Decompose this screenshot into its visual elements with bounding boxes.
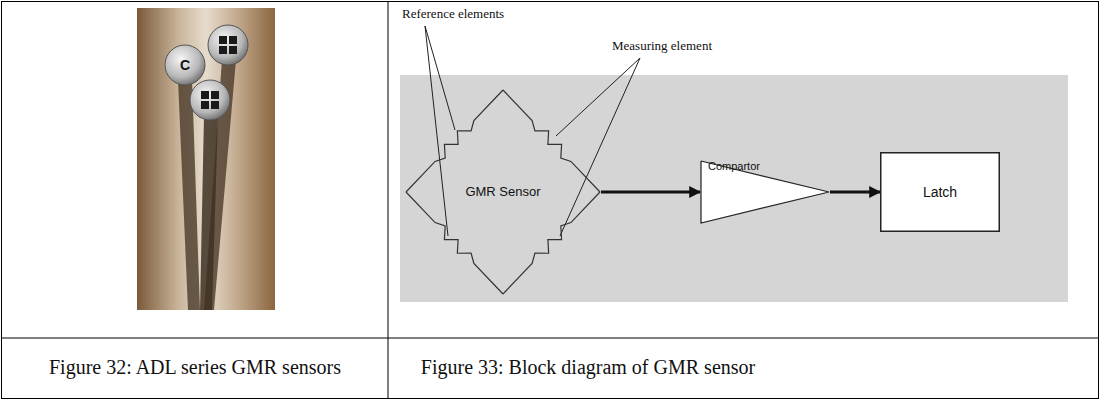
node-text: Compartor — [708, 160, 760, 173]
sensor-head — [190, 80, 230, 120]
sensor-stem — [200, 115, 218, 310]
leader-line — [425, 26, 455, 130]
figure-caption: Figure 33: Block diagram of GMR sensor — [421, 356, 755, 379]
resistor-symbol — [406, 192, 503, 294]
sensor-pad — [229, 46, 237, 54]
sensor-head — [208, 25, 248, 65]
chip-background — [400, 75, 1068, 302]
signal-arrow — [830, 191, 880, 194]
leader-line — [425, 26, 448, 236]
sensor-pad — [201, 101, 209, 109]
resistor-symbol — [503, 90, 600, 192]
sensor-marking: C — [180, 57, 190, 73]
node-text: Latch — [923, 184, 957, 200]
callout-label: Measuring element — [612, 38, 712, 54]
bridge-diamond: GMR Sensor — [405, 89, 601, 295]
resistor-symbol — [406, 90, 503, 192]
sensor-pad — [219, 46, 227, 54]
sensor-pad — [211, 101, 219, 109]
leader-line — [560, 58, 640, 236]
leader-line — [556, 58, 640, 136]
comparator-symbol — [701, 161, 829, 223]
signal-arrow — [601, 191, 700, 194]
figure-caption: Figure 32: ADL series GMR sensors — [49, 356, 341, 379]
comparator-triangle: Compartor — [700, 160, 830, 224]
photo-background — [137, 8, 275, 310]
sensor-head — [165, 45, 205, 85]
callout-label: Reference elements — [402, 6, 504, 22]
latch-border — [881, 153, 1000, 232]
table-divider — [388, 2, 389, 399]
sensor-pad — [219, 36, 227, 44]
table-divider — [2, 338, 1099, 339]
resistor-symbol — [503, 192, 600, 294]
latch-box: Latch — [880, 152, 1000, 232]
sensor-pad — [229, 36, 237, 44]
sensor-pad — [211, 91, 219, 99]
sensor-pad — [201, 91, 209, 99]
node-text: GMR Sensor — [465, 185, 540, 200]
